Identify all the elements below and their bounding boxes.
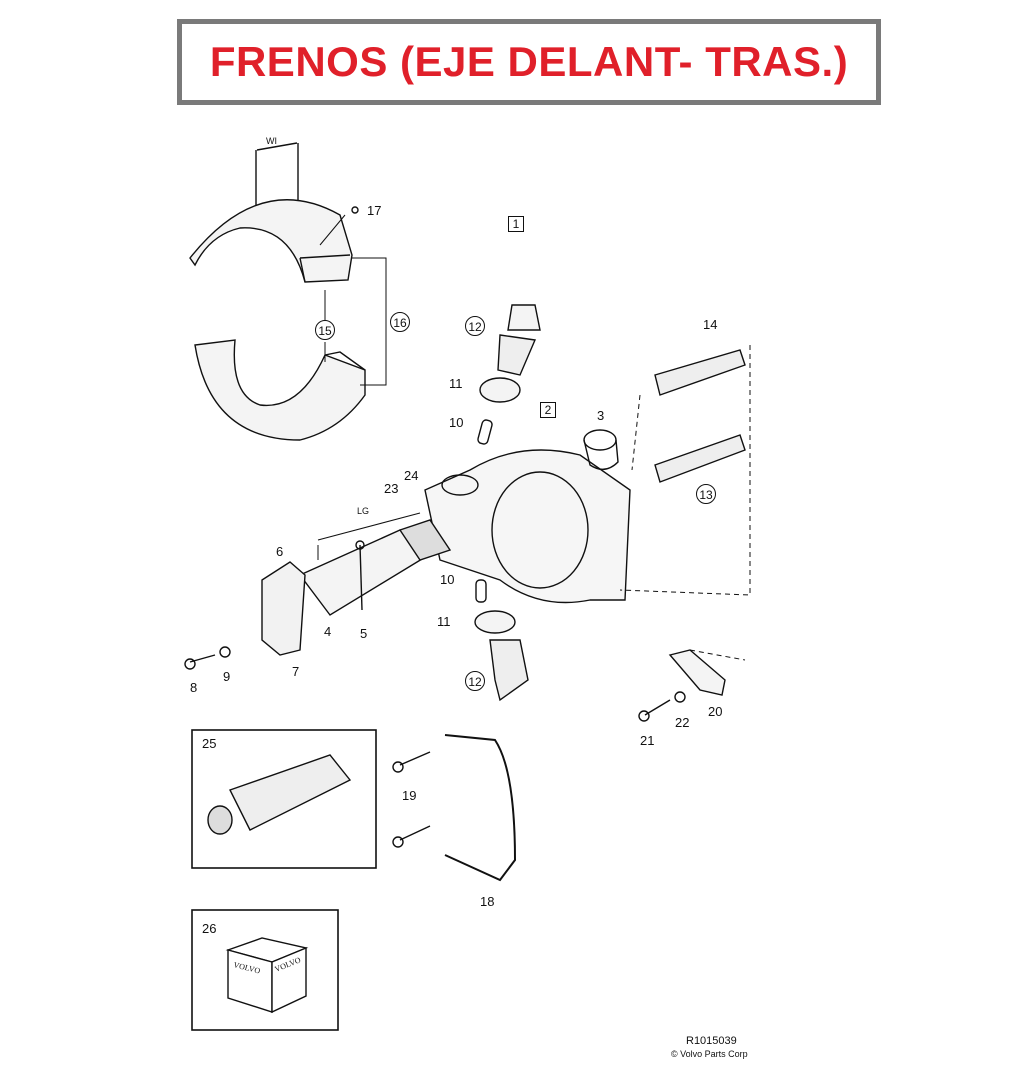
callout-11-lower: 11 [437,614,451,629]
callout-18: 18 [480,894,495,909]
callout-15: 15 [315,320,335,340]
page-title: FRENOS (EJE DELANT- TRAS.) [209,38,849,85]
callout-3: 3 [597,408,605,423]
grease-tube-icon [207,754,352,835]
callout-5: 5 [360,626,368,641]
callout-19: 19 [402,788,417,803]
lower-brake-shoe [194,339,366,441]
callout-10-lower: 10 [440,572,455,587]
callout-24: 24 [404,468,419,483]
title-box: FRENOS (EJE DELANT- TRAS.) [177,19,881,105]
callout-9: 9 [223,669,231,684]
camshaft [298,512,452,616]
chamber-bracket [261,561,306,656]
callout-17: 17 [367,203,382,218]
callout-23: 23 [384,481,399,496]
length-dimension-label: LG [357,506,370,516]
callout-6: 6 [276,544,284,559]
callout-12-lower: 12 [465,671,485,691]
width-dimension-label: WI [266,136,277,146]
volvo-package-icon: VOLVO VOLVO [225,937,309,1014]
callout-16: 16 [390,312,410,332]
callout-14: 14 [703,317,718,332]
callout-10-upper: 10 [449,415,464,430]
fasteners [184,646,686,722]
bolt-5 [355,540,365,611]
lower-adjuster-parts [474,579,529,702]
grease-box [191,729,377,869]
drawing-number: R1015039 [686,1035,737,1047]
callout-25: 25 [202,736,217,751]
kit-box [191,909,339,1031]
callout-7: 7 [292,664,300,679]
callout-22: 22 [675,715,690,730]
bracket-20 [668,649,746,696]
callout-2: 2 [540,402,556,418]
bushing [583,429,619,470]
callout-20: 20 [708,704,723,719]
callout-21: 21 [640,733,655,748]
callout-11-upper: 11 [449,376,463,391]
upper-adjuster-parts [477,304,541,445]
slack-adjusters [619,345,751,596]
upper-brake-shoe [189,199,359,283]
callout-4: 4 [324,624,332,639]
copyright: © Volvo Parts Corp [671,1049,748,1059]
callout-13: 13 [696,484,716,504]
strap-18 [444,734,517,882]
callout-8: 8 [190,680,198,695]
callout-12-upper: 12 [465,316,485,336]
callout-26: 26 [202,921,217,936]
brake-spider [424,449,631,604]
callout-1: 1 [508,216,524,232]
pins-19 [392,751,431,848]
